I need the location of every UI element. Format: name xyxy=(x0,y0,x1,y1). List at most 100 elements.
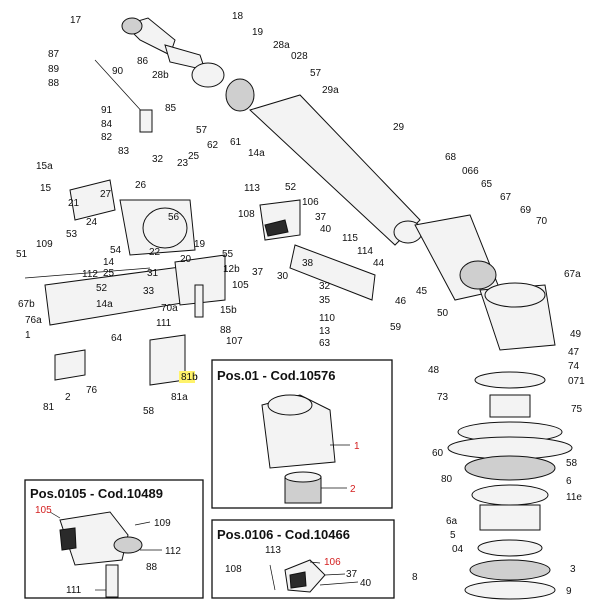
callout-label: 14a xyxy=(248,148,265,159)
callout-label: 106 xyxy=(324,557,341,568)
callout-label: 81a xyxy=(171,392,188,403)
callout-label: 47 xyxy=(568,347,580,358)
callout-label: 61 xyxy=(230,137,242,148)
inset-title: Pos.01 - Cod.10576 xyxy=(217,368,336,383)
callout-label: 67b xyxy=(18,299,35,310)
callout-label: 67a xyxy=(564,269,581,280)
callout-label: 15b xyxy=(220,305,237,316)
callout-label: 52 xyxy=(285,182,297,193)
callout-label: 76a xyxy=(25,315,42,326)
callout-label: 63 xyxy=(319,338,331,349)
callout-label: 23 xyxy=(177,158,189,169)
callout-label: 44 xyxy=(373,258,385,269)
callout-label: 40 xyxy=(360,578,372,589)
callout-label: 88 xyxy=(146,562,158,573)
callout-label: 108 xyxy=(225,564,242,575)
callout-label: 51 xyxy=(16,249,28,260)
callout-label: 066 xyxy=(462,166,479,177)
callout-label: 2 xyxy=(350,484,356,495)
callout-label: 9 xyxy=(566,586,572,597)
callout-label: 105 xyxy=(232,280,249,291)
callout-label: 113 xyxy=(265,545,281,556)
callout-label: 3 xyxy=(570,564,576,575)
callout-label: 5 xyxy=(450,530,456,541)
callout-label: 75 xyxy=(571,404,583,415)
callout-label: 112 xyxy=(82,269,98,280)
callout-label: 28b xyxy=(152,70,169,81)
inset-pos01: Pos.01 - Cod.10576 1 2 xyxy=(211,359,393,509)
callout-label: 29 xyxy=(393,122,405,133)
callout-label: 84 xyxy=(101,119,113,130)
callout-label: 91 xyxy=(101,105,113,116)
callout-label: 37 xyxy=(346,569,358,580)
callout-label: 6a xyxy=(446,516,458,527)
callout-label: 45 xyxy=(416,286,428,297)
callout-label: 15 xyxy=(40,183,52,194)
callout-label: 22 xyxy=(149,247,161,258)
callout-label: 50 xyxy=(437,308,449,319)
inset-title: Pos.0105 - Cod.10489 xyxy=(30,486,163,501)
callout-label: 67 xyxy=(500,192,512,203)
main-callouts: 17 18 19 28a 028 57 29a 87 90 86 28b 89 … xyxy=(16,11,585,597)
callout-label: 35 xyxy=(319,295,331,306)
callout-label: 60 xyxy=(432,448,444,459)
inset-pos0105: Pos.0105 - Cod.10489 105 109 112 111 88 xyxy=(24,479,204,599)
callout-label: 33 xyxy=(143,286,155,297)
callout-label: 49 xyxy=(570,329,582,340)
callout-label: 2 xyxy=(65,392,71,403)
callout-label: 12b xyxy=(223,264,240,275)
callout-label: 8 xyxy=(412,572,418,583)
callout-label: 56 xyxy=(168,212,180,223)
callout-label: 15a xyxy=(36,161,53,172)
callout-label: 81 xyxy=(43,402,55,413)
callout-label: 25 xyxy=(103,268,115,279)
callout-label: 19 xyxy=(194,239,206,250)
callout-label: 48 xyxy=(428,365,440,376)
callout-label: 69 xyxy=(520,205,532,216)
callout-label: 114 xyxy=(357,246,373,257)
callout-label: 64 xyxy=(111,333,123,344)
callout-label: 40 xyxy=(320,224,332,235)
callout-label: 32 xyxy=(152,154,164,165)
callout-label: 74 xyxy=(568,361,580,372)
callout-label: 105 xyxy=(35,505,52,516)
callout-label: 32 xyxy=(319,281,331,292)
callout-label: 87 xyxy=(48,49,60,60)
callout-label: 6 xyxy=(566,476,572,487)
callout-label: 26 xyxy=(135,180,147,191)
callout-label: 90 xyxy=(112,66,124,77)
callout-label: 108 xyxy=(238,209,255,220)
callout-label: 107 xyxy=(226,336,243,347)
inset-title: Pos.0106 - Cod.10466 xyxy=(217,527,350,542)
callout-label: 73 xyxy=(437,392,449,403)
callout-label: 53 xyxy=(66,229,78,240)
callout-label: 24 xyxy=(86,217,98,228)
callout-label: 57 xyxy=(196,125,208,136)
callout-label: 62 xyxy=(207,140,219,151)
callout-label: 85 xyxy=(165,103,177,114)
callout-label: 54 xyxy=(110,245,122,256)
callout-label: 88 xyxy=(220,325,232,336)
callout-label: 65 xyxy=(481,179,493,190)
callout-label: 109 xyxy=(154,518,171,529)
callout-label: 17 xyxy=(70,15,82,26)
callout-label: 31 xyxy=(147,268,159,279)
callout-label: 113 xyxy=(244,183,260,194)
callout-label: 109 xyxy=(36,239,53,250)
callout-label: 80 xyxy=(441,474,453,485)
callout-label: 11e xyxy=(566,492,582,503)
callout-label: 106 xyxy=(302,197,319,208)
callout-label: 071 xyxy=(568,376,585,387)
inset-pos0106: Pos.0106 - Cod.10466 113 106 108 37 40 xyxy=(211,519,395,599)
callout-label: 27 xyxy=(100,189,112,200)
callout-label: 38 xyxy=(302,258,314,269)
main-drawing xyxy=(24,17,573,600)
callout-label: 37 xyxy=(315,212,327,223)
callout-label-highlighted: 81b xyxy=(181,372,198,383)
callout-label: 86 xyxy=(137,56,149,67)
callout-label: 14 xyxy=(103,257,115,268)
callout-label: 112 xyxy=(165,546,181,557)
callout-label: 13 xyxy=(319,326,331,337)
callout-label: 21 xyxy=(68,198,80,209)
